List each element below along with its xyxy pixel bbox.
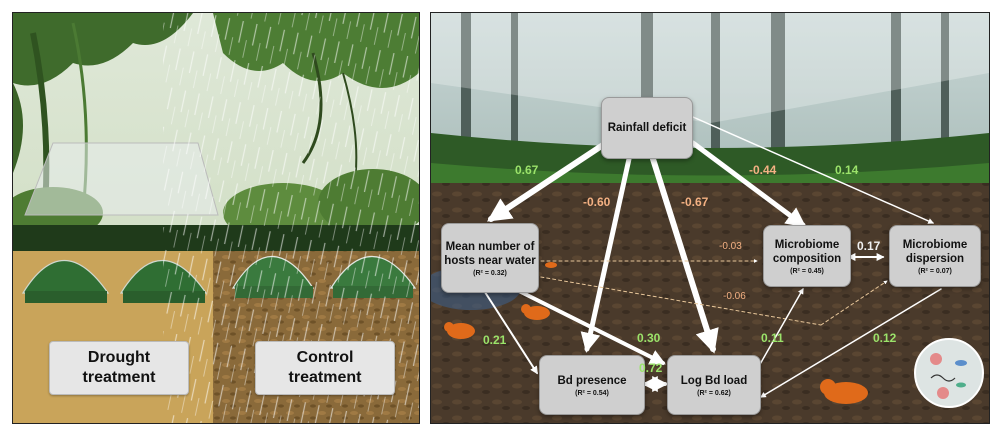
rainfall-deficit-title: Rainfall deficit [607,122,687,134]
microbiome-dispersion-node: Microbiome dispersion (R² = 0.07) [889,225,981,287]
drought-treatment-label: Drought treatment [49,341,189,395]
coef-rain-load: -0.67 [681,195,709,209]
coef-rain-presence: -0.60 [583,195,611,209]
coef-rain-hosts: 0.67 [515,163,539,177]
hosts-near-water-title: Mean number of hosts near water [444,240,536,267]
log-bd-load-node: Log Bd load (R² = 0.62) [667,355,761,415]
experiment-illustration-panel: Drought treatment Control treatment [12,12,420,424]
coef-hosts-load: 0.30 [637,331,661,345]
coef-composition-dispersion: 0.17 [857,239,881,253]
microbiome-dispersion-title: Microbiome dispersion [902,238,968,265]
log-bd-load-title: Log Bd load [680,374,748,387]
microbiome-composition-r2: (R² = 0.45) [790,267,824,275]
path-model-panel: Rainfall deficit Mean number of hosts ne… [430,12,990,424]
frog-icon [444,262,868,404]
bd-presence-r2: (R² = 0.54) [575,389,609,397]
microbiome-dispersion-r2: (R² = 0.07) [918,267,952,275]
coef-dispersion-load: 0.12 [873,331,897,345]
coef-hosts-presence: 0.21 [483,333,507,347]
rainfall-deficit-node: Rainfall deficit [601,97,693,159]
log-bd-load-r2: (R² = 0.62) [697,389,731,397]
control-treatment-label: Control treatment [255,341,395,395]
microbiome-composition-title: Microbiome composition [772,238,842,265]
coef-rain-composition: -0.44 [749,163,777,177]
hosts-near-water-r2: (R² = 0.32) [473,269,507,277]
coef-rain-dispersion: 0.14 [835,163,859,177]
bd-presence-title: Bd presence [557,374,627,387]
microbe-magnifier-icon [914,338,984,408]
coef-hosts-dispersion: -0.06 [723,291,746,302]
coef-composition-load: 0.11 [761,331,784,345]
bd-presence-node: Bd presence (R² = 0.54) [539,355,645,415]
hosts-near-water-node: Mean number of hosts near water (R² = 0.… [441,223,539,293]
coef-hosts-composition: -0.03 [719,241,742,252]
coef-presence-load: 0.72 [639,361,663,375]
microbiome-composition-node: Microbiome composition (R² = 0.45) [763,225,851,287]
